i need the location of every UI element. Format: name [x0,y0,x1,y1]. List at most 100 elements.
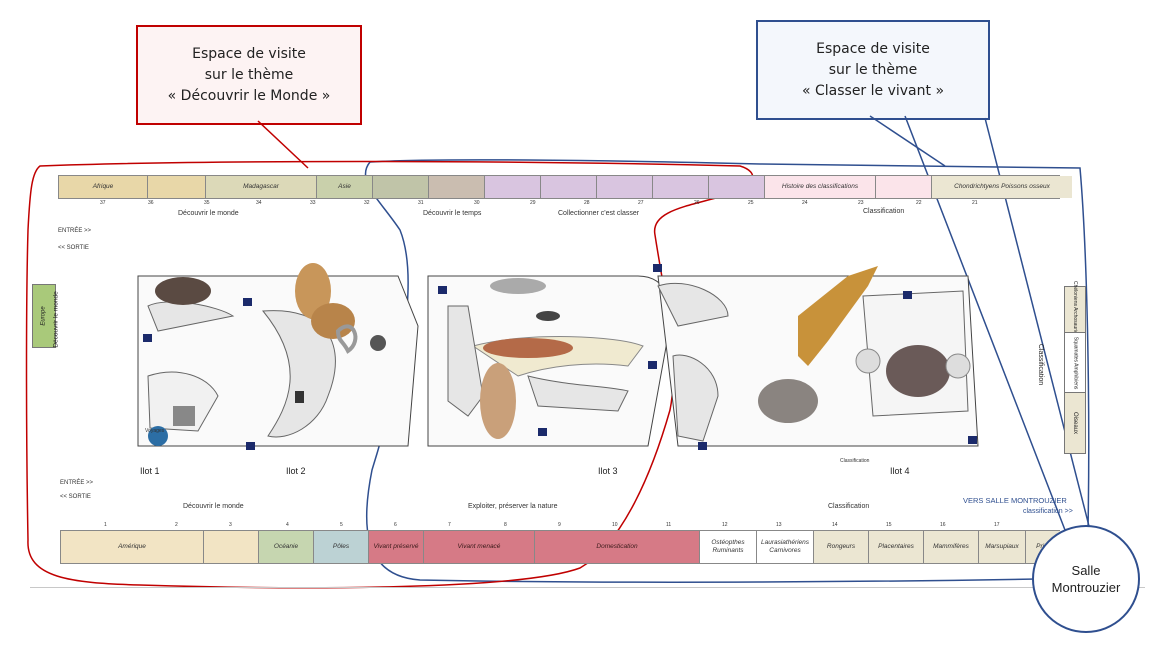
photo-frame [173,406,195,426]
classification-small-label: Classification [840,458,870,464]
info-marker [243,298,252,306]
specimen-display [855,348,881,374]
section-label: Collectionner c'est classer [558,210,640,217]
divider-line [30,587,1145,588]
cabinet-marker [295,391,304,403]
callout-line: « Découvrir le Monde » [167,87,331,104]
band-segment: Pôles [314,531,369,563]
band-segment [597,176,653,198]
callout-line: sur le thème [828,61,918,78]
room-number: 28 [584,200,590,206]
room-number: 35 [204,200,210,206]
band-segment [148,176,206,198]
band-segment: Asie [317,176,373,198]
ilot-4-wall [657,282,729,327]
band-segment: Océanie [259,531,314,563]
info-marker [698,442,707,450]
section-label: Découvrir le monde [178,210,239,217]
callout-decouvrir-le-monde: Espace de visite sur le thème « Découvri… [136,25,362,125]
band-segment: Domestication [535,531,700,563]
room-number: 2 [175,522,178,528]
room-number: 32 [364,200,370,206]
info-marker [968,436,977,444]
decouvrir-le-monde-outline [25,160,754,589]
band-segment: Chondrichtyens Poissons osseux [932,176,1072,198]
room-number: 33 [310,200,316,206]
snake-figure [335,324,358,354]
band-segment: Vivant menacé [424,531,535,563]
specimen-display [945,353,971,379]
blue-connector-line [869,115,946,167]
ilot-3-wall [527,375,629,412]
ilot-3-wall [447,305,484,417]
oiseaux-panel: Oiseaux [1064,392,1086,454]
room-number: 25 [748,200,754,206]
room-number: 10 [612,522,618,528]
band-segment [485,176,541,198]
room-number: 22 [916,200,922,206]
room-number: 9 [558,522,561,528]
exit-label: << SORTIE [60,494,91,500]
tapir-figure [758,379,818,423]
entrance-label: ENTRÉE >> [60,480,94,486]
room-number: 12 [722,522,728,528]
room-number: 13 [776,522,782,528]
room-number: 5 [340,522,343,528]
info-marker [538,428,547,436]
sturgeon-figure [483,338,573,358]
salle-label: Salle Montrouzier [1051,563,1121,595]
band-segment [709,176,765,198]
info-marker [903,291,912,299]
section-label: Exploiter, préserver la nature [468,503,558,510]
info-marker [648,361,657,369]
exit-label: << SORTIE [58,245,89,251]
room-number: 14 [832,522,838,528]
red-connector-line [257,120,309,169]
room-number: 31 [418,200,424,206]
floor-plan: Afrique Madagascar Asie Histoire des cla… [28,166,1088,586]
band-segment [653,176,709,198]
ilot-label: Ilot 2 [286,466,306,476]
band-segment: Afrique [59,176,148,198]
band-segment [541,176,597,198]
ilot-label: Ilot 3 [598,466,618,476]
room-number: 37 [100,200,106,206]
band-segment: Histoire des classifications [765,176,876,198]
info-marker [438,286,447,294]
callout-line: Espace de visite [816,40,930,57]
section-label: Découvrir le monde [183,503,244,510]
ilot-1-panel [147,371,219,432]
room-number: 24 [802,200,808,206]
band-segment [373,176,429,198]
section-label: Découvrir le temps [423,210,482,217]
hippo-figure [886,345,950,397]
bottom-theme-band: Amérique Océanie Pôles Vivant préservé V… [60,530,1072,564]
room-number: 21 [972,200,978,206]
ilot-1-wall [147,301,235,332]
callout-line: Espace de visite [192,45,306,62]
band-segment: Ostéopthes Ruminants [700,531,757,563]
giraffe-figure [798,266,878,366]
room-number: 23 [858,200,864,206]
ilot-label: Ilot 4 [890,466,910,476]
room-number: 6 [394,522,397,528]
room-number: 29 [530,200,536,206]
islands-drawing [137,263,979,450]
callout-classer-le-vivant: Espace de visite sur le thème « Classer … [756,20,990,120]
room-number: 36 [148,200,154,206]
room-number: 34 [256,200,262,206]
band-segment: Marsupiaux [979,531,1026,563]
band-segment: Vivant préservé [369,531,424,563]
room-number: 7 [448,522,451,528]
callout-line: « Classer le vivant » [801,82,945,99]
section-label: Classification [828,503,870,510]
band-segment: Placentaires [869,531,924,563]
feline-figure [295,263,331,319]
globe-figure [148,426,168,446]
case-figure [490,278,546,294]
info-marker [653,264,662,272]
vers-salle-sub-label: classification >> [1023,508,1073,515]
salle-montrouzier-circle: Salle Montrouzier [1032,525,1140,633]
band-segment [429,176,485,198]
band-segment: Madagascar [206,176,317,198]
